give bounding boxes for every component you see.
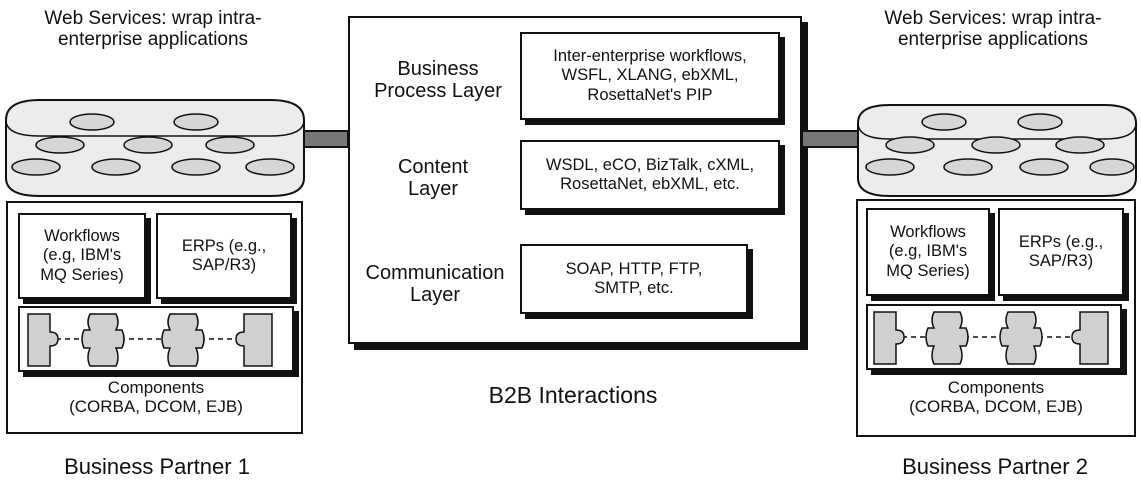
content-layer-label: Content Layer bbox=[397, 156, 469, 201]
right-components-puzzle-icons bbox=[873, 311, 1109, 365]
left-components-puzzle-icons bbox=[27, 313, 273, 367]
left-partner-footer: Business Partner 1 bbox=[64, 454, 250, 479]
left-components-strip bbox=[18, 306, 294, 372]
left-components-label: Components (CORBA, DCOM, EJB) bbox=[69, 378, 243, 417]
right-components-label: Components (CORBA, DCOM, EJB) bbox=[909, 378, 1083, 417]
left-workflows-box: Workflows (e.g, IBM's MQ Series) bbox=[18, 213, 146, 299]
right-web-services-header: Web Services: wrap intra- enterprise app… bbox=[884, 8, 1102, 51]
b2b-interactions-caption: B2B Interactions bbox=[488, 382, 658, 408]
communication-layer-content: SOAP, HTTP, FTP, SMTP, etc. bbox=[520, 244, 748, 314]
business-process-layer-content: Inter-enterprise workflows, WSFL, XLANG,… bbox=[520, 32, 780, 120]
business-process-layer-label: Business Process Layer bbox=[374, 58, 502, 103]
right-erps-box: ERPs (e.g., SAP/R3) bbox=[998, 208, 1124, 296]
communication-layer-label: Communication Layer bbox=[365, 262, 505, 307]
right-components-strip bbox=[866, 304, 1122, 370]
right-workflows-box: Workflows (e.g, IBM's MQ Series) bbox=[866, 208, 990, 296]
right-partner-footer: Business Partner 2 bbox=[902, 454, 1088, 479]
left-erps-box: ERPs (e.g., SAP/R3) bbox=[156, 213, 292, 299]
left-web-services-header: Web Services: wrap intra- enterprise app… bbox=[44, 8, 262, 51]
content-layer-content: WSDL, eCO, BizTalk, cXML, RosettaNet, eb… bbox=[520, 140, 780, 210]
